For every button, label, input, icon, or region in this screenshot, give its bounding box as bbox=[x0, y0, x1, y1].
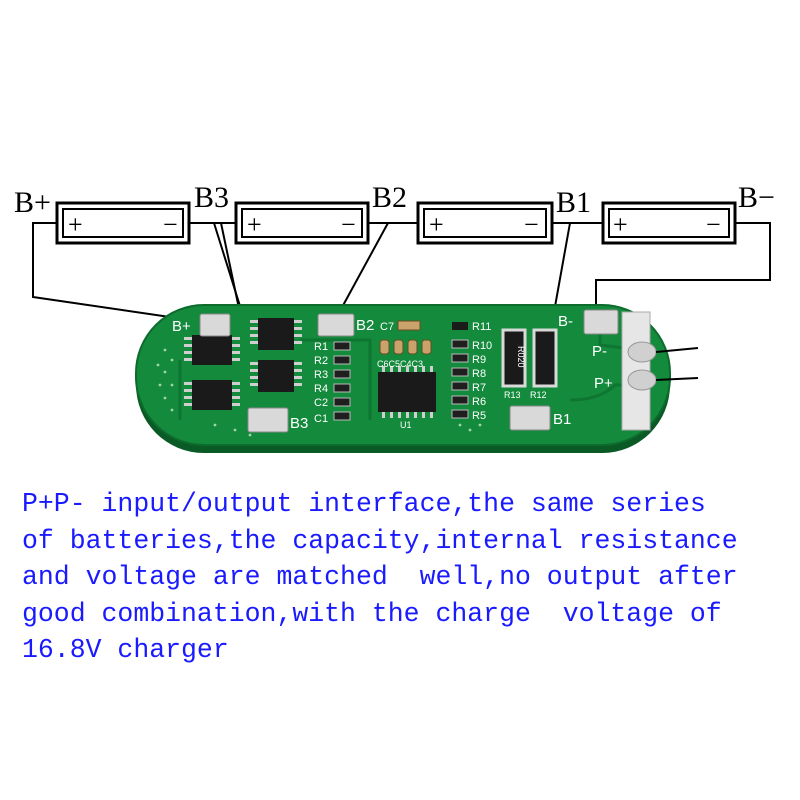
silk-r7: R7 bbox=[472, 382, 486, 394]
battery-cell-1: + − bbox=[55, 201, 191, 245]
silk-b3: B3 bbox=[290, 415, 308, 432]
label-b-plus: B+ bbox=[14, 186, 51, 219]
cell-2-minus-sign: − bbox=[341, 210, 356, 239]
silk-r11: R11 bbox=[472, 321, 491, 333]
cell-4-plus-sign: + bbox=[613, 210, 628, 239]
silk-r8: R8 bbox=[472, 368, 486, 380]
mosfet-group bbox=[184, 318, 302, 410]
sense-resistor-r12 bbox=[532, 328, 558, 388]
silk-r1: R1 bbox=[314, 341, 328, 353]
silk-r10: R10 bbox=[472, 340, 492, 352]
silk-r020: R020 bbox=[516, 346, 526, 368]
silk-r3: R3 bbox=[314, 369, 328, 381]
silk-c1: C1 bbox=[314, 413, 328, 425]
battery-cell-2: + − bbox=[234, 201, 370, 245]
pad-p-plus bbox=[627, 369, 657, 391]
pad-b-minus bbox=[583, 309, 619, 335]
pad-b3 bbox=[247, 407, 289, 433]
label-b3: B3 bbox=[194, 181, 229, 214]
silk-r6: R6 bbox=[472, 396, 486, 408]
cell-1-minus-sign: − bbox=[163, 210, 178, 239]
pad-p-minus bbox=[627, 341, 657, 363]
silk-c7: C7 bbox=[380, 321, 394, 333]
label-b1: B1 bbox=[556, 186, 591, 219]
silk-r9: R9 bbox=[472, 354, 486, 366]
silk-b2: B2 bbox=[356, 317, 374, 334]
pad-b1 bbox=[509, 405, 551, 431]
label-b2: B2 bbox=[372, 181, 407, 214]
wire-b-minus bbox=[595, 222, 771, 318]
battery-cell-3: + − bbox=[416, 201, 554, 245]
description-line: and voltage are matched well,no output a… bbox=[22, 562, 738, 592]
description-line: good combination,with the charge voltage… bbox=[22, 598, 722, 629]
pad-b2 bbox=[317, 313, 355, 337]
ic-u1 bbox=[378, 372, 436, 412]
silk-p-minus: P- bbox=[592, 343, 607, 360]
silk-c2: C2 bbox=[314, 397, 328, 409]
cell-1-plus-sign: + bbox=[68, 210, 83, 239]
silk-b1: B1 bbox=[553, 411, 571, 428]
silk-p-plus: P+ bbox=[594, 375, 613, 392]
silk-u1: U1 bbox=[400, 420, 412, 430]
pad-b-plus bbox=[199, 313, 231, 337]
battery-cell-4: + − bbox=[601, 201, 737, 245]
sense-resistor-r13 bbox=[501, 328, 527, 388]
wire-p-plus bbox=[655, 377, 699, 381]
label-b-minus: B− bbox=[738, 181, 775, 214]
description-line: P+P- input/output interface,the same ser… bbox=[22, 489, 706, 519]
cell-3-plus-sign: + bbox=[429, 210, 444, 239]
silk-r2: R2 bbox=[314, 355, 328, 367]
silk-r4: R4 bbox=[314, 383, 328, 395]
cell-4-minus-sign: − bbox=[706, 210, 721, 239]
wire-b-plus bbox=[32, 222, 205, 323]
silk-r5: R5 bbox=[472, 410, 486, 422]
silk-r12: R12 bbox=[530, 390, 547, 400]
description-text: P+P- input/output interface,the same ser… bbox=[22, 486, 792, 669]
cell-2-plus-sign: + bbox=[247, 210, 262, 239]
description-line: 16.8V charger bbox=[22, 635, 229, 665]
pcb-board: B+ B2 B- B3 B1 P- P+ C7 R11 R10 R9 R8 R7… bbox=[135, 304, 699, 453]
cell-3-minus-sign: − bbox=[524, 210, 539, 239]
silk-b-minus: B- bbox=[558, 313, 573, 330]
silk-b-plus: B+ bbox=[172, 318, 191, 335]
wire-p-minus bbox=[655, 347, 699, 353]
description-line: of batteries,the capacity,internal resis… bbox=[22, 525, 738, 556]
silk-c6c5c4c3: C6C5C4C3 bbox=[377, 359, 423, 369]
silk-r13: R13 bbox=[504, 390, 521, 400]
